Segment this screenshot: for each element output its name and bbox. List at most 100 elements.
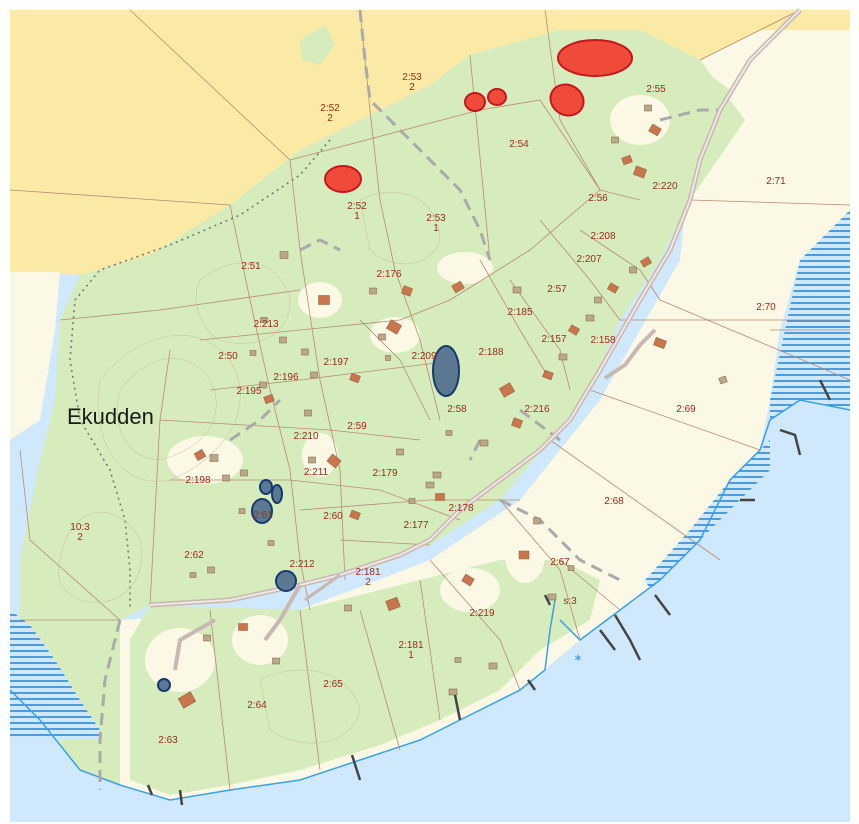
open-land-west [10, 272, 60, 440]
hatched-shore-east-2 [645, 440, 770, 590]
building [512, 286, 522, 294]
building [425, 481, 435, 489]
building [498, 382, 516, 398]
blue-marker[interactable] [271, 484, 283, 504]
building [511, 417, 523, 429]
building [279, 336, 287, 344]
building [585, 314, 595, 322]
parcel-label-p-2-67: 2:67 [550, 557, 570, 568]
forest-patch-field [300, 25, 335, 65]
parcel-label-p-2-195: 2:195 [236, 386, 261, 397]
building [203, 634, 211, 642]
parcel-label-p-2-198: 2:198 [185, 475, 210, 486]
building [304, 409, 312, 417]
blue-marker[interactable] [251, 498, 273, 524]
building [611, 136, 619, 144]
building [607, 282, 619, 294]
building [222, 474, 230, 482]
building [310, 371, 318, 379]
parcel-label-p-2-51: 2:51 [241, 261, 261, 272]
dotted-boundary [69, 139, 331, 610]
building [479, 439, 489, 447]
parcel-label-p-2-208: 2:208 [590, 231, 615, 242]
building [326, 453, 342, 469]
hatched-shore-west [10, 610, 100, 740]
parcel-label-p-2-188: 2:188 [478, 347, 503, 358]
building [401, 285, 413, 297]
building [461, 573, 475, 587]
building [640, 256, 652, 268]
building [189, 572, 197, 578]
building [533, 517, 541, 525]
red-marker[interactable] [545, 79, 589, 122]
building [488, 662, 498, 670]
building [240, 469, 248, 477]
building [207, 566, 215, 574]
parcel-label-p-2-213: 2:213 [253, 319, 278, 330]
building [594, 296, 602, 304]
parcel-label-p-2-57: 2:57 [547, 284, 567, 295]
building [267, 540, 275, 546]
red-marker[interactable] [557, 39, 633, 77]
building [547, 593, 557, 601]
parcel-label-p-2-63: 2:63 [158, 735, 178, 746]
building [632, 165, 648, 179]
building [629, 266, 637, 274]
building [408, 498, 416, 504]
building [260, 317, 268, 323]
parcel-label-p-2-176: 2:176 [376, 269, 401, 280]
building [259, 381, 267, 389]
parcel-label-p-2-210: 2:210 [293, 431, 318, 442]
forest-area [20, 30, 745, 785]
red-marker[interactable] [324, 165, 362, 193]
parcel-label-p-2-56: 2:56 [588, 193, 608, 204]
building [567, 565, 575, 571]
asterisk-icon: * [575, 653, 582, 669]
parcel-label-p-2-197: 2:197 [323, 357, 348, 368]
blue-marker[interactable] [157, 678, 171, 692]
building [193, 448, 207, 462]
parcel-label-p-2-178: 2:178 [448, 503, 473, 514]
building [542, 369, 554, 381]
hatched-shore-east [770, 210, 850, 420]
building [238, 623, 248, 631]
building [568, 324, 580, 336]
building [432, 471, 442, 479]
building [396, 448, 404, 456]
parcel-label-p-2-196: 2:196 [273, 372, 298, 383]
building [648, 123, 662, 137]
building [644, 104, 652, 112]
building [349, 372, 361, 384]
buildings [177, 104, 728, 709]
building [653, 337, 667, 349]
blue-marker[interactable] [432, 345, 460, 397]
building [349, 509, 361, 521]
parcel-label-p-2-58: 2:58 [447, 404, 467, 415]
place-label-ekudden: Ekudden [67, 404, 154, 429]
piers [146, 379, 832, 806]
building [518, 550, 530, 560]
parcel-label-p-2-157: 2:157 [541, 334, 566, 345]
parcel-label-p-2-61: 2:61 [253, 510, 273, 521]
building [385, 355, 391, 361]
blue-marker[interactable] [275, 570, 297, 592]
blue-marker[interactable] [259, 479, 273, 495]
red-marker[interactable] [464, 92, 486, 112]
parcel-label-p-2-70: 2:70 [756, 302, 776, 313]
red-marker[interactable] [487, 88, 507, 106]
parcel-label-p-2-62: 2:62 [184, 550, 204, 561]
parcel-label-p-2-69: 2:69 [676, 404, 696, 415]
blue-markers [157, 345, 460, 692]
parcel-label-p-2-54: 2:54 [509, 139, 529, 150]
building [378, 333, 386, 341]
parcel-label-p-2-59: 2:59 [347, 421, 367, 432]
parcel-label-p-2-185: 2:185 [507, 307, 532, 318]
building [369, 287, 377, 295]
building [249, 350, 257, 356]
